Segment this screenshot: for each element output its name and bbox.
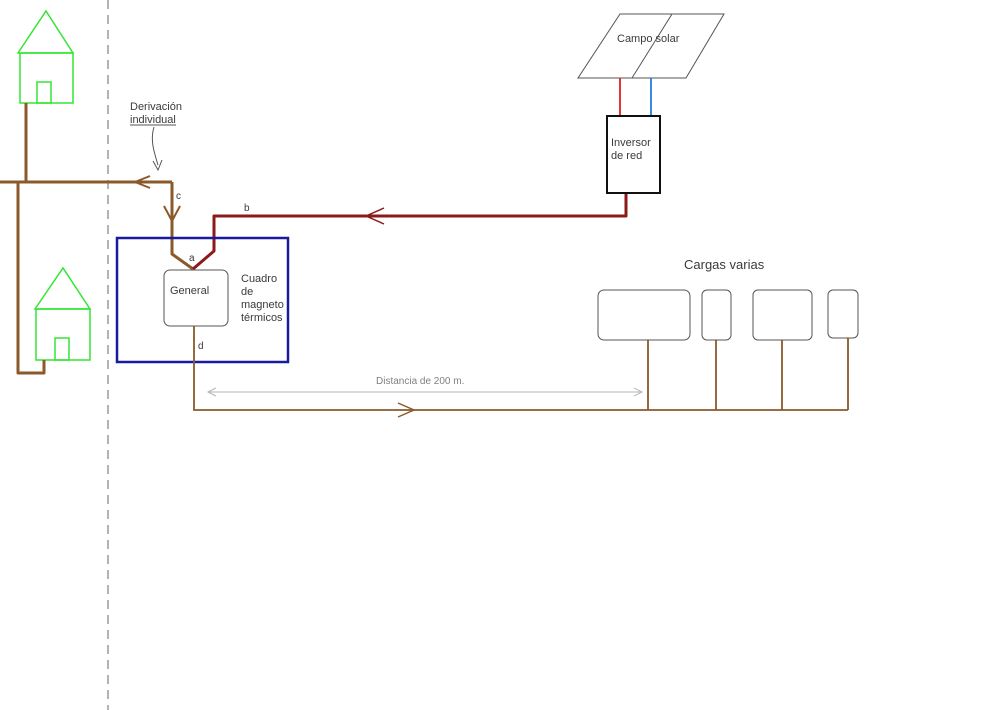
- inverter-direction-arrow: [364, 207, 385, 225]
- general-breaker: [163, 269, 229, 327]
- load-box-3: [752, 289, 813, 341]
- solar-panel-icon: [577, 13, 725, 79]
- label-c: c: [176, 191, 181, 202]
- supply-direction-arrow: [132, 175, 151, 189]
- load-box-1: [597, 289, 691, 341]
- cargas-varias-label: Cargas varias: [684, 257, 765, 272]
- cuadro-label-line3: magneto: [241, 299, 284, 311]
- inversor-label-line1: Inversor: [611, 137, 651, 149]
- derivacion-pointer: [151, 126, 159, 166]
- derivacion-pointer-head: [152, 159, 163, 172]
- cuadro-label-line2: de: [241, 286, 253, 298]
- general-label: General: [170, 285, 209, 297]
- house-bottom-icon: [33, 266, 92, 361]
- cuadro-magnetotermicos-box: [115, 236, 290, 364]
- label-d: d: [198, 341, 204, 352]
- derivacion-label-line1: Derivación: [130, 101, 182, 113]
- feeder-direction-arrow: [397, 402, 416, 418]
- distance-label: Distancia de 200 m.: [376, 376, 464, 387]
- derivacion-label-line2: individual: [130, 114, 176, 126]
- drop-c-arrow: [163, 205, 181, 224]
- load-feeder-wire: [193, 326, 849, 411]
- inversor-label-line2: de red: [611, 150, 642, 162]
- label-b: b: [244, 203, 250, 214]
- distance-dimension: [206, 387, 644, 397]
- cuadro-label-line1: Cuadro: [241, 273, 277, 285]
- load-box-2: [701, 289, 732, 341]
- campo-solar-label: Campo solar: [617, 33, 680, 45]
- inverter-output-wire: [192, 193, 628, 271]
- load-box-4: [827, 289, 859, 339]
- main-supply-wire: [0, 103, 194, 375]
- cuadro-label-line4: térmicos: [241, 312, 283, 324]
- inversor-box: [606, 115, 661, 194]
- label-a: a: [189, 253, 195, 264]
- house-top-icon: [16, 9, 75, 104]
